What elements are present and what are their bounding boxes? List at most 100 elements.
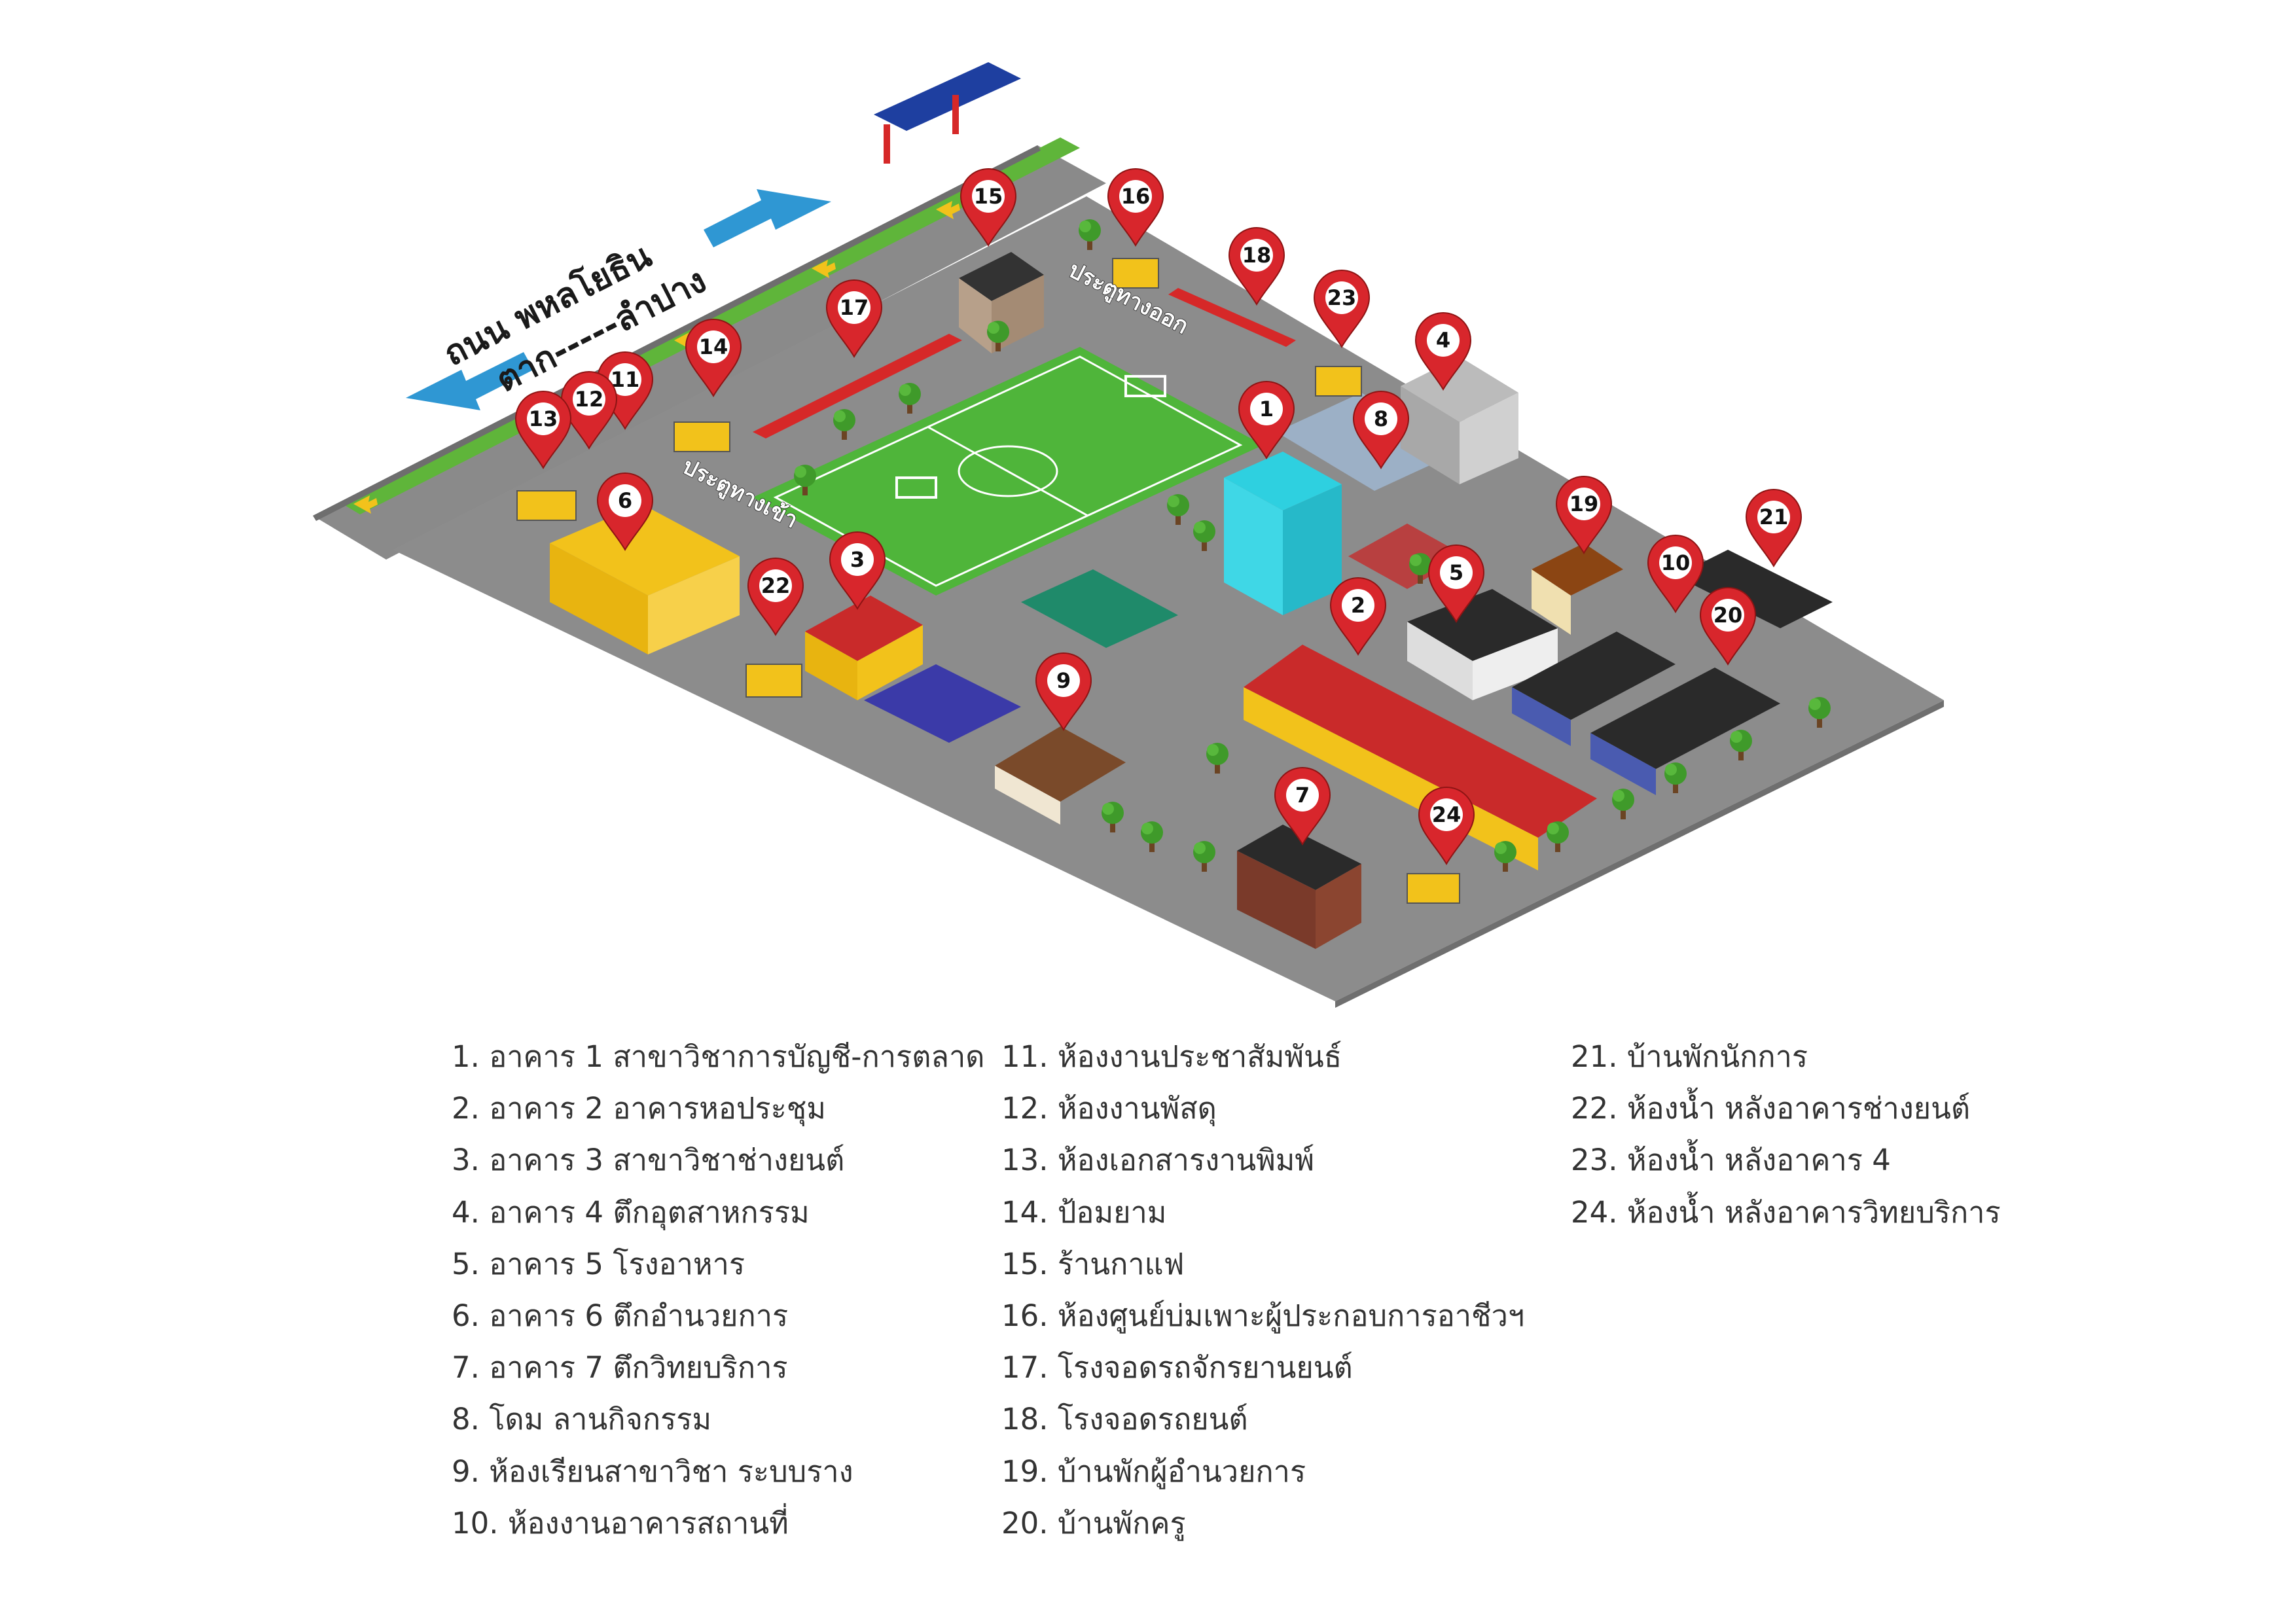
legend-item: 13. ห้องเอกสารงานพิมพ์ <box>1001 1143 1315 1178</box>
map-marker-5[interactable]: 5 <box>1427 544 1485 623</box>
marker-number: 10 <box>1661 550 1691 575</box>
legend-item: 10. ห้องงานอาคารสถานที่ <box>452 1505 789 1541</box>
marker-badge <box>1365 402 1397 435</box>
legend-item: 16. ห้องศูนย์บ่มเพาะผู้ประกอบการอาชีวฯ <box>1001 1298 1525 1333</box>
legend-item: 17. โรงจอดรถจักรยานยนต์ <box>1001 1350 1353 1385</box>
basketball-court-1 <box>1021 569 1178 648</box>
marker-badge <box>1757 501 1790 533</box>
campus-map: ถนน พหลโยธิน ตาก-----ลำปาง ประตูทางออก ป… <box>313 62 1944 1008</box>
marker-badge <box>1430 798 1463 831</box>
campus-ground-edge <box>1335 700 1944 1008</box>
map-marker-18[interactable]: 18 <box>1228 227 1285 306</box>
marker-badge <box>1286 779 1319 812</box>
map-marker-21[interactable]: 21 <box>1745 489 1803 567</box>
marker-badge <box>1119 180 1152 213</box>
map-marker-15[interactable]: 15 <box>960 168 1017 247</box>
marker-number: 20 <box>1713 603 1743 628</box>
marker-number: 24 <box>1432 802 1462 827</box>
legend-item: 21. บ้านพักนักการ <box>1571 1039 1808 1074</box>
marker-badge <box>609 484 641 517</box>
legend-item: 4. อาคาร 4 ตึกอุตสาหกรรม <box>452 1194 810 1230</box>
football-field <box>753 347 1263 596</box>
map-marker-3[interactable]: 3 <box>829 531 886 610</box>
legend-column-2: 11. ห้องงานประชาสัมพันธ์ 12. ห้องงานพัสด… <box>1001 1031 1524 1549</box>
map-marker-9[interactable]: 9 <box>1035 652 1092 731</box>
parking-sheds <box>753 288 1296 438</box>
marker-number: 12 <box>575 387 604 412</box>
marker-number: 21 <box>1759 505 1789 529</box>
marker-number: 2 <box>1351 593 1365 618</box>
marker-badge <box>1250 393 1283 425</box>
map-marker-2[interactable]: 2 <box>1329 577 1387 656</box>
map-marker-7[interactable]: 7 <box>1274 767 1331 846</box>
marker-badge <box>1047 664 1080 697</box>
map-marker-13[interactable]: 13 <box>514 391 572 469</box>
marker-badge <box>1712 599 1744 632</box>
map-marker-14[interactable]: 14 <box>685 319 742 397</box>
legend-item: 3. อาคาร 3 สาขาวิชาช่างยนต์ <box>452 1143 845 1178</box>
marker-badge <box>609 363 641 396</box>
marker-badge <box>759 569 792 602</box>
building-9 <box>995 726 1126 825</box>
gas-station <box>874 62 1021 164</box>
marker-badge <box>1342 589 1374 622</box>
legend-item: 6. อาคาร 6 ตึกอำนวยการ <box>452 1298 789 1333</box>
map-marker-4[interactable]: 4 <box>1414 312 1472 391</box>
map-marker-6[interactable]: 6 <box>596 473 654 551</box>
legend-item: 12. ห้องงานพัสดุ <box>1001 1091 1217 1126</box>
marker-number: 7 <box>1295 783 1310 808</box>
legend-item: 20. บ้านพักครู <box>1001 1505 1186 1541</box>
legend: 1. อาคาร 1 สาขาวิชาการบัญชี-การตลาด 2. อ… <box>0 1031 2296 1567</box>
legend-item: 19. บ้านพักผู้อำนวยการ <box>1001 1454 1306 1489</box>
marker-number: 17 <box>840 295 869 320</box>
building-3 <box>805 596 923 700</box>
map-marker-11[interactable]: 11 <box>596 351 654 430</box>
marker-badge <box>838 291 870 324</box>
marker-number: 15 <box>974 184 1003 209</box>
building-19 <box>1532 543 1623 635</box>
marker-badge <box>1427 324 1460 357</box>
legend-item: 24. ห้องน้ำ หลังอาคารวิทยบริการ <box>1571 1194 2001 1230</box>
building-1 <box>1224 452 1342 615</box>
houses-teachers <box>1512 550 1833 795</box>
arrow-tak-icon <box>406 352 533 410</box>
map-marker-19[interactable]: 19 <box>1555 476 1613 554</box>
building-6 <box>550 504 740 654</box>
marker-badge <box>1240 239 1273 272</box>
map-marker-22[interactable]: 22 <box>747 558 804 636</box>
map-marker-24[interactable]: 24 <box>1418 787 1475 865</box>
marker-number: 16 <box>1121 184 1151 209</box>
marker-number: 11 <box>611 367 640 392</box>
marker-number: 1 <box>1259 397 1274 421</box>
map-marker-10[interactable]: 10 <box>1647 535 1704 613</box>
marker-number: 14 <box>699 334 728 359</box>
marker-badge <box>1325 281 1358 314</box>
marker-number: 19 <box>1570 491 1599 516</box>
building-4 <box>1401 357 1518 484</box>
map-marker-16[interactable]: 16 <box>1107 168 1164 247</box>
map-marker-17[interactable]: 17 <box>825 279 883 358</box>
map-marker-20[interactable]: 20 <box>1699 587 1757 666</box>
legend-item: 11. ห้องงานประชาสัมพันธ์ <box>1001 1039 1342 1074</box>
legend-item: 2. อาคาร 2 อาคารหอประชุม <box>452 1091 826 1126</box>
marker-badge <box>527 402 560 435</box>
legend-item: 18. โรงจอดรถยนต์ <box>1001 1402 1248 1437</box>
map-marker-1[interactable]: 1 <box>1238 381 1295 459</box>
marker-badge <box>1659 546 1692 579</box>
marker-number: 22 <box>761 573 791 598</box>
map-marker-23[interactable]: 23 <box>1313 270 1371 348</box>
legend-item: 14. ป้อมยาม <box>1001 1194 1167 1230</box>
marker-badge <box>1568 488 1600 520</box>
marker-number: 18 <box>1242 243 1272 268</box>
legend-item: 15. ร้านกาแฟ <box>1001 1246 1185 1281</box>
building-5 <box>1407 589 1558 700</box>
marker-number: 23 <box>1327 285 1357 310</box>
marker-badge <box>573 383 605 416</box>
marker-number: 8 <box>1374 406 1388 431</box>
marker-number: 4 <box>1436 328 1450 353</box>
map-marker-8[interactable]: 8 <box>1352 391 1410 469</box>
legend-item: 1. อาคาร 1 สาขาวิชาการบัญชี-การตลาด <box>452 1039 985 1074</box>
marker-badge <box>1440 556 1473 589</box>
marker-number: 6 <box>618 488 632 513</box>
